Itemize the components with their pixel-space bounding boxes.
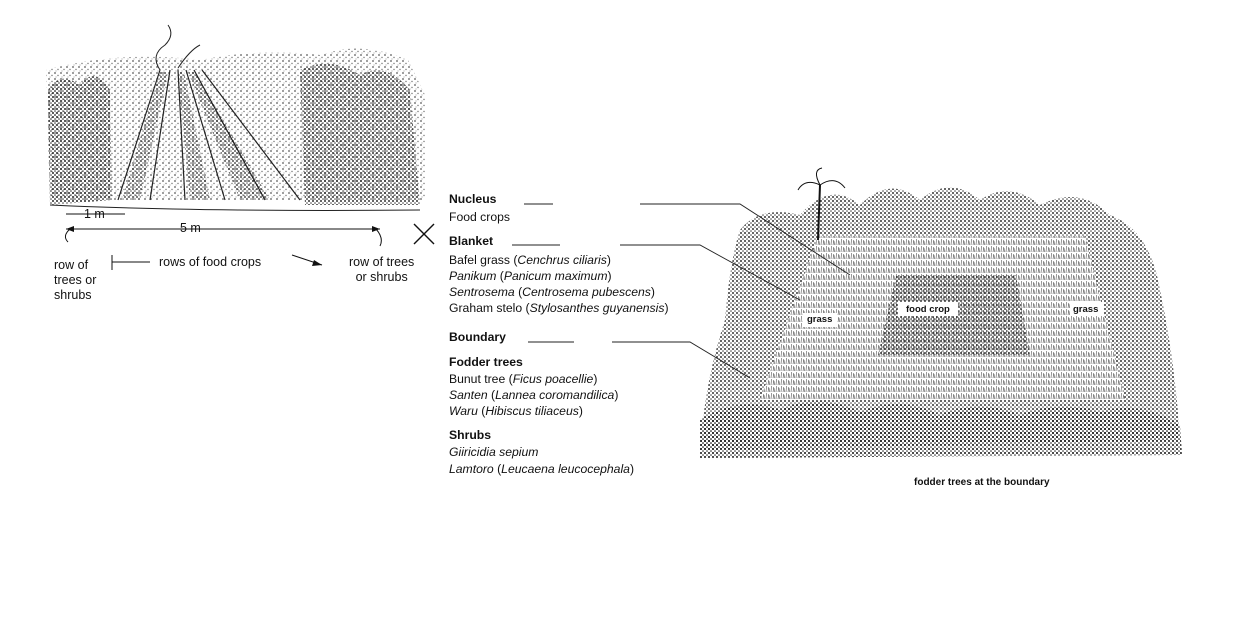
legend-fodder-trees-title: Fodder trees <box>449 355 523 370</box>
legend-blanket-item: Panikum (Panicum maximum) <box>449 269 612 284</box>
label-food-crop: food crop <box>906 304 950 315</box>
legend-blanket-item: Graham stelo (Stylosanthes guyanensis) <box>449 301 669 316</box>
label-row-of-trees-left: row of trees or shrubs <box>54 258 96 303</box>
label-rows-of-food-crops: rows of food crops <box>159 255 261 270</box>
legend: Nucleus Food crops Blanket Bafel grass (… <box>448 190 738 490</box>
dim-1m-label: 1 m <box>84 207 105 222</box>
label-grass-left: grass <box>807 314 832 325</box>
legend-blanket-item: Sentrosema (Centrosema pubescens) <box>449 285 655 300</box>
legend-shrub-item: Giiricidia sepium <box>449 445 538 460</box>
legend-nucleus-title: Nucleus <box>449 192 496 207</box>
legend-fodder-tree-item: Santen (Lannea coromandilica) <box>449 388 618 403</box>
legend-fodder-tree-item: Waru (Hibiscus tiliaceus) <box>449 404 583 419</box>
legend-shrubs-title: Shrubs <box>449 428 491 443</box>
legend-nucleus-item: Food crops <box>449 210 510 225</box>
legend-shrub-item: Lamtoro (Leucaena leucocephala) <box>449 462 634 477</box>
label-grass-right: grass <box>1073 304 1098 315</box>
dim-5m-label: 5 m <box>180 221 201 236</box>
legend-blanket-item: Bafel grass (Cenchrus ciliaris) <box>449 253 611 268</box>
legend-fodder-tree-item: Bunut tree (Ficus poacellie) <box>449 372 597 387</box>
legend-blanket-title: Blanket <box>449 234 493 249</box>
caption-fodder-trees-boundary: fodder trees at the boundary <box>914 477 1050 488</box>
row-crop-sketch <box>46 25 434 270</box>
legend-boundary-title: Boundary <box>449 330 506 345</box>
label-row-of-trees-right: row of trees or shrubs <box>349 255 414 285</box>
